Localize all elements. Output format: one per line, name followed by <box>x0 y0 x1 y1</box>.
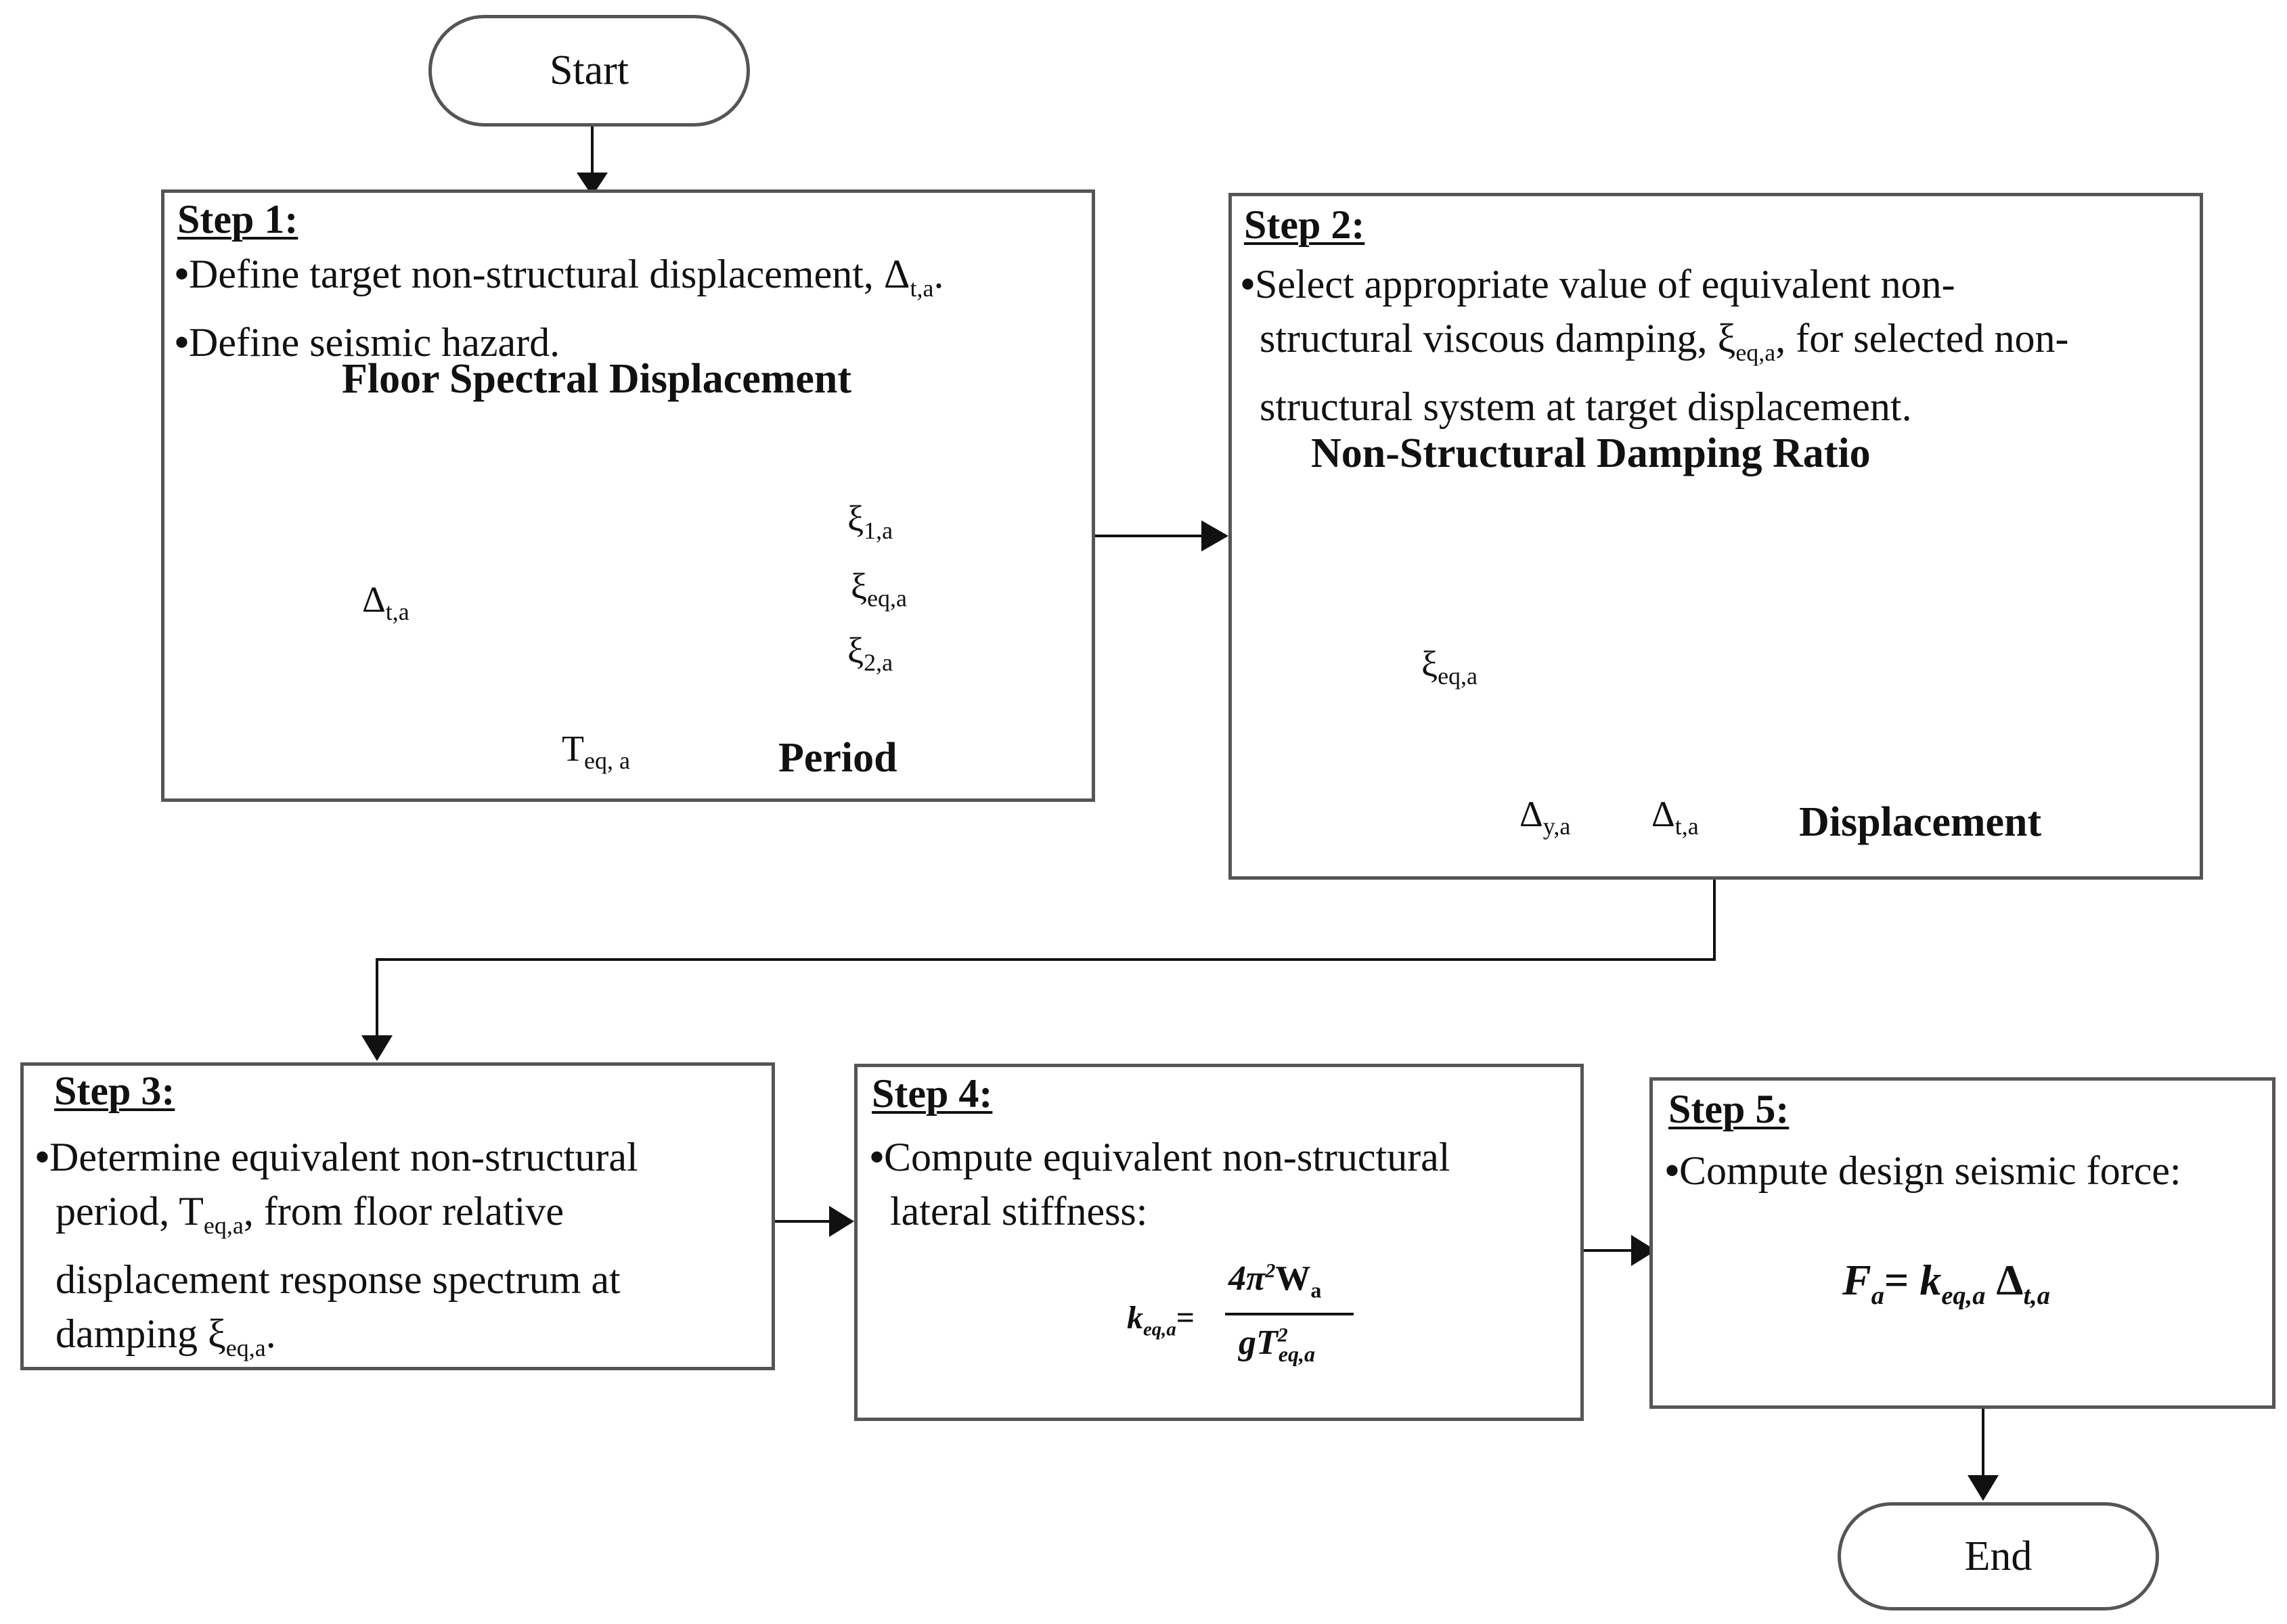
step4-formula: keq,a= 4π2Wa gT2eq,a <box>1127 1245 1357 1394</box>
step1-x-mark: Teq, a <box>562 728 630 774</box>
arrow-step1-to-step2 <box>1093 520 1228 551</box>
start-terminal: Start <box>428 15 750 127</box>
step2-line-2: structural viscous damping, ξeq,a, for s… <box>1260 316 2069 366</box>
step3-line-4: damping ξeq,a. <box>55 1311 276 1361</box>
step5-formula: Fa= keq,a Δt,a <box>1842 1256 2050 1310</box>
step2-chart-title: Non-Structural Damping Ratio <box>1311 430 1871 476</box>
step3-line-2: period, Teq,a, from floor relative <box>55 1189 564 1239</box>
step1-box <box>161 189 1095 802</box>
step2-x-mark-yield: Δy,a <box>1519 794 1571 840</box>
end-terminal: End <box>1838 1502 2159 1610</box>
step1-x-label: Period <box>778 735 897 781</box>
step3-box <box>20 1062 775 1370</box>
step2-title: Step 2: <box>1244 202 1365 247</box>
step1-bullets: •Define target non-structural displaceme… <box>175 247 1082 369</box>
step4-formula-numerator: 4π2Wa <box>1228 1259 1322 1303</box>
arrow-step3-to-step4 <box>773 1206 854 1237</box>
step3-bullets: •Determine equivalent non-structural per… <box>35 1130 766 1375</box>
step4-box <box>854 1064 1584 1421</box>
arrow-start-to-step1 <box>577 125 608 196</box>
step4-fraction-bar <box>1225 1313 1354 1315</box>
step3-title: Step 3: <box>54 1068 175 1113</box>
step5-line-1: •Compute design seismic force: <box>1665 1148 2181 1193</box>
step2-line-1: •Select appropriate value of equivalent … <box>1241 262 1955 307</box>
step5-title: Step 5: <box>1668 1087 1790 1131</box>
step4-title: Step 4: <box>872 1071 993 1116</box>
step4-line-1: •Compute equivalent non-structural <box>870 1135 1450 1179</box>
step2-bullets: •Select appropriate value of equivalent … <box>1241 257 2198 434</box>
step2-x-label: Displacement <box>1799 799 2042 845</box>
step1-bullet-2: •Define seismic hazard. <box>175 320 560 365</box>
step1-curve-label-eq: ξeq,a <box>851 566 908 612</box>
step4-formula-denominator: gT2eq,a <box>1239 1324 1315 1367</box>
step4-formula-lhs: keq,a= <box>1127 1300 1195 1340</box>
step1-chart-title: Floor Spectral Displacement <box>342 356 852 402</box>
step1-bullet-1: •Define target non-structural displaceme… <box>175 252 944 302</box>
step2-line-3: structural system at target displacement… <box>1260 384 1912 429</box>
step4-bullets: •Compute equivalent non-structural later… <box>870 1130 1574 1238</box>
step1-title: Step 1: <box>177 197 298 242</box>
arrow-step2-to-step3 <box>361 878 1716 1061</box>
start-label: Start <box>549 47 629 93</box>
step1-curve-label-2: ξ2,a <box>847 630 893 676</box>
end-label: End <box>1964 1533 2033 1579</box>
step2-x-mark-target: Δt,a <box>1651 794 1699 840</box>
arrow-step5-to-end <box>1968 1409 1999 1501</box>
step3-line-3: displacement response spectrum at <box>55 1257 621 1302</box>
step5-bullets: •Compute design seismic force: <box>1665 1144 2271 1198</box>
step4-line-2: lateral stiffness: <box>890 1189 1148 1234</box>
step3-line-1: •Determine equivalent non-structural <box>35 1135 638 1179</box>
step2-y-mark: ξeq,a <box>1421 644 1478 690</box>
step1-y-mark: Δt,a <box>362 579 409 625</box>
step2-box <box>1228 193 2203 880</box>
step5-box <box>1649 1077 2275 1409</box>
arrow-step4-to-step5 <box>1582 1235 1656 1266</box>
step1-curve-label-1: ξ1,a <box>847 498 893 544</box>
